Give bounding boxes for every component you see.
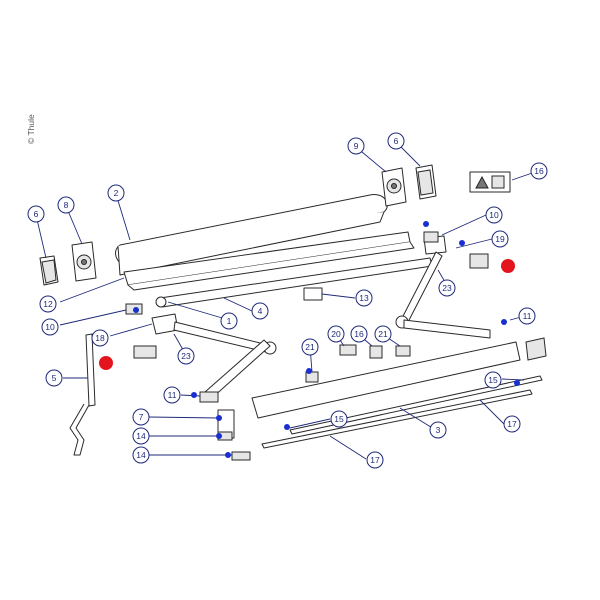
callout-4: 4 xyxy=(251,302,269,320)
part-front-rail xyxy=(251,341,521,419)
callout-label: 10 xyxy=(489,210,499,220)
callout-label: 11 xyxy=(523,311,532,321)
callout-7: 7 xyxy=(132,408,150,426)
callout-21-left: 21 xyxy=(301,338,319,356)
callout-label: 15 xyxy=(488,375,498,385)
callout-16-middle: 16 xyxy=(350,325,368,343)
callout-15-left: 15 xyxy=(330,410,348,428)
fixing-dot xyxy=(501,319,507,325)
callout-label: 15 xyxy=(334,414,344,424)
callout-19: 19 xyxy=(491,230,509,248)
fixing-dot xyxy=(133,307,139,313)
callout-21-right: 21 xyxy=(374,325,392,343)
highlight-marker-left xyxy=(99,356,113,370)
callout-5: 5 xyxy=(45,369,63,387)
callout-label: 7 xyxy=(139,412,144,422)
part-front-profile xyxy=(123,231,415,291)
callout-17-left: 17 xyxy=(366,451,384,469)
callout-6: 6 xyxy=(27,205,45,223)
callout-label: 12 xyxy=(43,299,53,309)
part-lead-bars xyxy=(261,375,543,449)
part-crank-handle xyxy=(69,333,96,456)
callout-20: 20 xyxy=(327,325,345,343)
callout-6-right: 6 xyxy=(387,132,405,150)
callout-label: 23 xyxy=(181,351,191,361)
callout-11-left: 11 xyxy=(163,386,181,404)
part-left-arm xyxy=(151,313,277,403)
callout-1: 1 xyxy=(220,312,238,330)
callout-14-upper: 14 xyxy=(132,427,150,445)
callout-label: 9 xyxy=(354,141,359,151)
callout-12: 12 xyxy=(39,295,57,313)
callout-2: 2 xyxy=(107,184,125,202)
fixing-dot xyxy=(514,380,520,386)
callout-label: 1 xyxy=(227,316,232,326)
fixing-dot xyxy=(459,240,465,246)
callout-label: 4 xyxy=(258,306,263,316)
callout-9: 9 xyxy=(347,137,365,155)
part-awning-cassette xyxy=(115,194,388,276)
callout-label: 20 xyxy=(331,329,341,339)
part-right-end-cap xyxy=(415,164,437,200)
callout-label: 17 xyxy=(370,455,380,465)
fixing-dot xyxy=(423,221,429,227)
callout-label: 23 xyxy=(442,283,452,293)
callout-label: 11 xyxy=(168,390,177,400)
callout-label: 21 xyxy=(305,342,315,352)
callout-label: 18 xyxy=(95,333,105,343)
callout-label: 5 xyxy=(52,373,57,383)
callout-8: 8 xyxy=(57,196,75,214)
callout-label: 16 xyxy=(354,329,364,339)
callout-16: 16 xyxy=(530,162,548,180)
fixing-dot xyxy=(216,433,222,439)
callout-15-right: 15 xyxy=(484,371,502,389)
fixing-dot xyxy=(284,424,290,430)
callout-23-left: 23 xyxy=(177,347,195,365)
callout-label: 6 xyxy=(34,209,39,219)
callout-label: 2 xyxy=(114,188,119,198)
callout-23-right: 23 xyxy=(438,279,456,297)
part-left-end-plate xyxy=(71,241,97,282)
callout-10: 10 xyxy=(485,206,503,224)
callout-label: 3 xyxy=(436,425,441,435)
callout-label: 14 xyxy=(136,450,146,460)
callout-label: 8 xyxy=(64,200,69,210)
callout-label: 13 xyxy=(359,293,369,303)
fixing-dot xyxy=(306,368,312,374)
callout-3: 3 xyxy=(429,421,447,439)
part-right-end-plate xyxy=(381,167,407,207)
callout-label: 19 xyxy=(495,234,505,244)
fixing-dot xyxy=(216,415,222,421)
fixing-dot xyxy=(225,452,231,458)
part-mounting-clips xyxy=(469,171,511,193)
callout-17-right: 17 xyxy=(503,415,521,433)
part-left-end-cap xyxy=(39,255,59,286)
callout-label: 6 xyxy=(394,136,399,146)
fixing-dots xyxy=(133,221,520,458)
fixing-dot xyxy=(191,392,197,398)
callout-label: 17 xyxy=(507,419,517,429)
callout-label: 14 xyxy=(136,431,146,441)
callout-label: 21 xyxy=(378,329,388,339)
callout-14-lower: 14 xyxy=(132,446,150,464)
callout-label: 16 xyxy=(534,166,544,176)
callout-label: 10 xyxy=(45,322,55,332)
highlight-marker-right xyxy=(501,259,515,273)
callout-13: 13 xyxy=(355,289,373,307)
callout-11-right: 11 xyxy=(518,307,536,325)
callout-10-left: 10 xyxy=(41,318,59,336)
callout-18: 18 xyxy=(91,329,109,347)
